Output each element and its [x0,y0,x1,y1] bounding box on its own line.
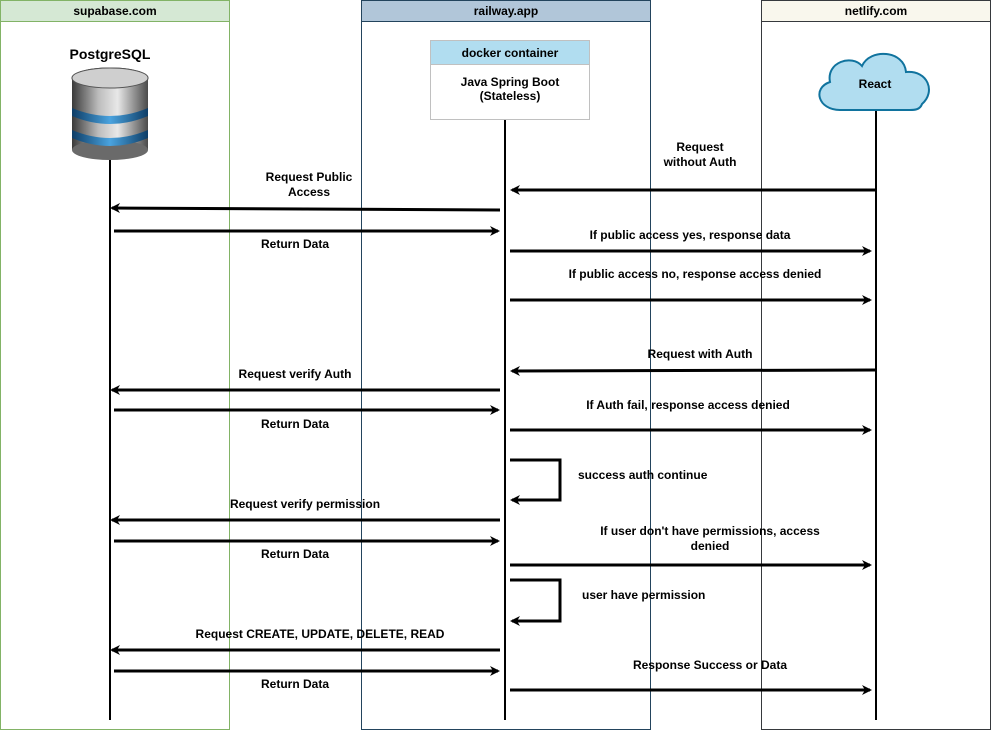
label-return-data-3: Return Data [260,547,329,561]
pool-supabase: supabase.com [0,0,230,730]
label-request-with-auth: Request with Auth [647,347,753,361]
container-line-1: Java Spring Boot [460,75,560,89]
arrow-success-auth-self [510,458,562,505]
label-auth-fail: If Auth fail, response access denied [586,398,790,412]
pool-railway: railway.app [361,0,651,730]
label-request-public-access-line2: Access [287,185,331,199]
label-return-data-2: Return Data [260,417,329,431]
pool-supabase-body [0,22,230,730]
container-line-2: (Stateless) [479,89,541,103]
cloud-icon [818,52,930,111]
docker-container-header: docker container [431,41,589,65]
label-success-auth-continue: success auth continue [578,468,708,482]
label-no-permission-line2: denied [690,539,730,553]
label-request-without-auth-line2: without Auth [663,155,737,169]
pool-supabase-title: supabase.com [0,0,230,22]
pool-railway-title: railway.app [361,0,651,22]
label-request-verify-auth: Request verify Auth [238,367,352,381]
label-return-data-4: Return Data [260,677,329,691]
label-no-permission: If user don't have permissions, access d… [580,524,840,554]
database-icon [71,67,149,160]
label-response-success: Response Success or Data [632,658,788,672]
label-request-public-access: Request Public Access [249,170,369,200]
label-public-no: If public access no, response access den… [568,267,822,281]
arrow-request-with-auth [510,365,877,376]
label-return-data-1: Return Data [260,237,329,251]
client-label: React [858,77,892,91]
label-request-without-auth: Request without Auth [640,140,760,170]
label-public-yes: If public access yes, response data [589,228,791,242]
arrow-request-public-access [110,203,501,214]
label-request-crud: Request CREATE, UPDATE, DELETE, READ [195,627,445,641]
label-request-public-access-line1: Request Public [265,170,353,184]
arrow-user-permission-self [510,578,562,626]
label-user-have-permission: user have permission [582,588,706,602]
label-request-verify-permission: Request verify permission [229,497,381,511]
pool-railway-body [361,22,651,730]
database-label: PostgreSQL [69,46,151,62]
label-request-without-auth-line1: Request [676,140,724,154]
docker-container-box: docker container Java Spring Boot (State… [430,40,590,120]
label-no-permission-line1: If user don't have permissions, access [600,524,820,538]
